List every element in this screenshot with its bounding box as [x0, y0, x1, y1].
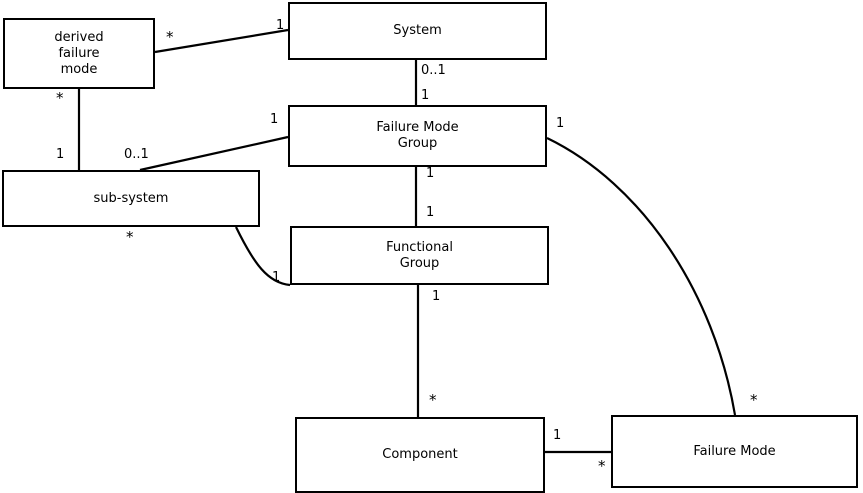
multiplicity-sub-system-from-derived-failure-mode: 1	[56, 147, 65, 162]
multiplicity-failure-mode-from-component: *	[598, 457, 606, 475]
association-failure-mode-group-failure-mode	[546, 137, 737, 416]
association-sub-system-failure-mode-group	[139, 135, 289, 172]
multiplicity-derived-failure-mode-to-system: *	[166, 28, 174, 46]
class-box-functional-group[interactable]: Functional Group	[290, 226, 549, 285]
multiplicity-component-to-failure-mode: 1	[553, 428, 562, 443]
class-label-failure-mode-group: Failure Mode Group	[376, 120, 459, 151]
class-box-component[interactable]: Component	[295, 417, 545, 493]
class-label-system: System	[393, 23, 442, 38]
multiplicity-functional-group-from-sub-system: 1	[272, 270, 281, 285]
class-label-functional-group: Functional Group	[386, 239, 453, 271]
class-box-failure-mode-group[interactable]: Failure Mode Group	[288, 105, 547, 167]
association-sub-system-functional-group	[235, 226, 291, 287]
class-box-system[interactable]: System	[288, 2, 547, 60]
multiplicity-failure-mode-group-from-system: 1	[421, 88, 430, 103]
class-label-component: Component	[382, 447, 458, 462]
multiplicity-failure-mode-group-to-failure-mode: 1	[556, 116, 565, 131]
multiplicity-derived-failure-mode-to-sub-system: *	[56, 89, 64, 107]
multiplicity-failure-mode-group-from-sub-system: 1	[270, 112, 279, 127]
class-label-sub-system: sub-system	[93, 190, 169, 206]
multiplicity-system-from-derived-failure-mode: 1	[276, 18, 285, 33]
class-box-failure-mode[interactable]: Failure Mode	[611, 415, 858, 488]
class-box-derived-failure-mode[interactable]: derived failure mode	[3, 18, 155, 89]
class-label-derived-failure-mode: derived failure mode	[54, 29, 104, 77]
class-box-sub-system[interactable]: sub-system	[2, 170, 260, 227]
multiplicity-failure-mode-from-failure-mode-group: *	[750, 391, 758, 409]
multiplicity-component-from-functional-group: *	[429, 391, 437, 409]
association-derived-failure-mode-system	[154, 28, 289, 54]
class-label-failure-mode: Failure Mode	[693, 443, 776, 459]
multiplicity-system-to-failure-mode-group: 0..1	[421, 63, 446, 78]
multiplicity-failure-mode-group-to-functional-group: 1	[426, 166, 435, 181]
multiplicity-sub-system-to-functional-group: *	[126, 228, 134, 246]
multiplicity-functional-group-to-component: 1	[432, 289, 441, 304]
multiplicity-functional-group-from-failure-mode-group: 1	[426, 205, 435, 220]
multiplicity-sub-system-to-failure-mode-group: 0..1	[124, 147, 149, 162]
